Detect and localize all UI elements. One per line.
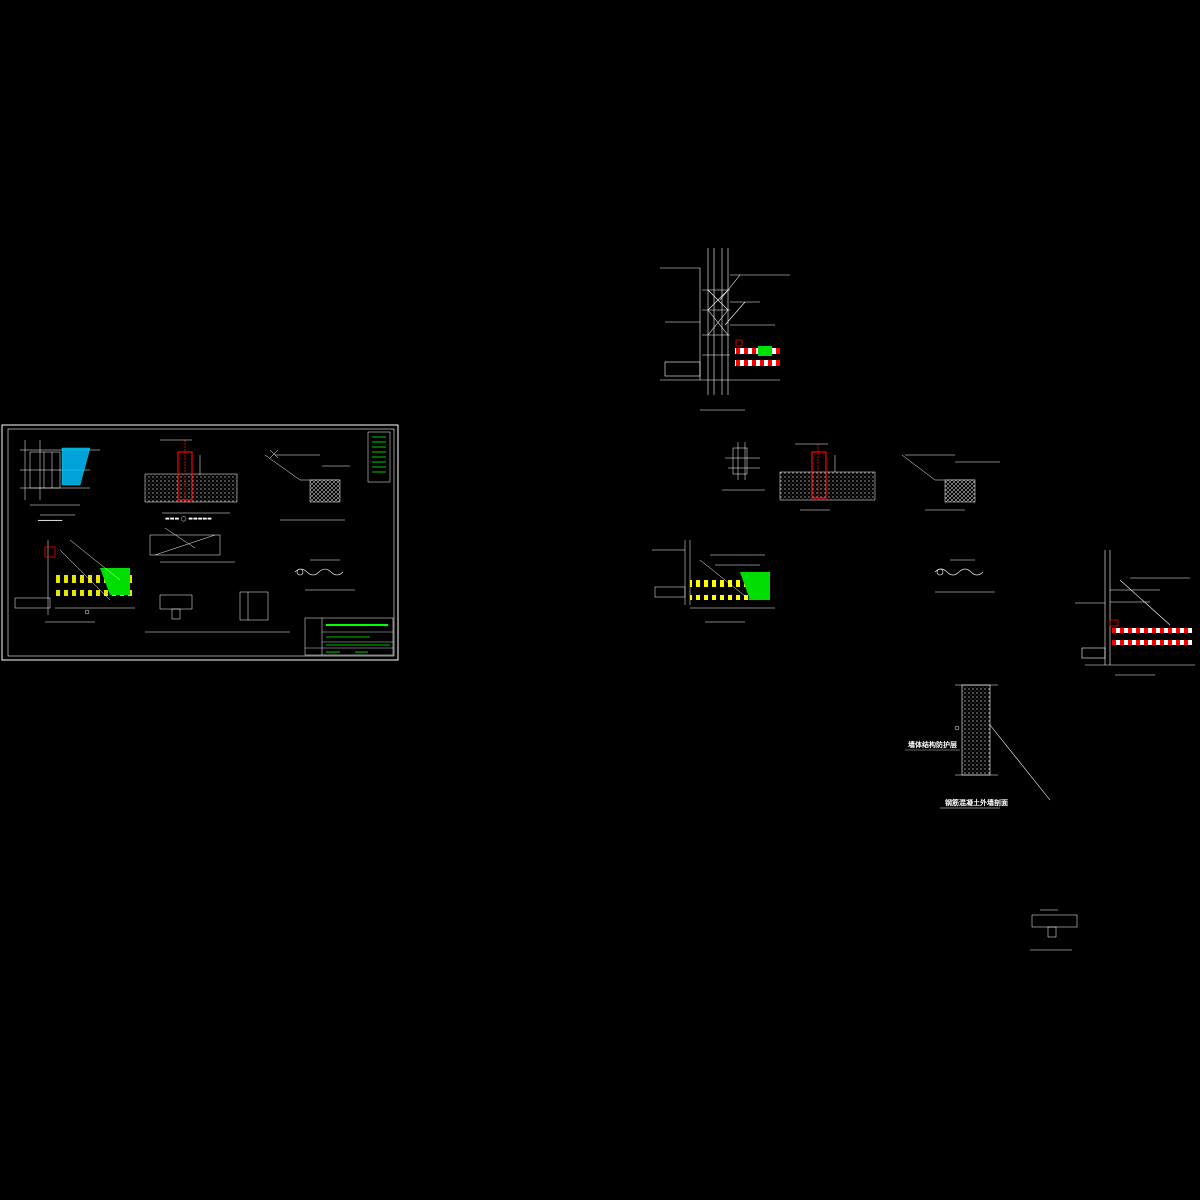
detail-small-joint-3	[1030, 909, 1078, 951]
detail-small-joint-2	[232, 591, 290, 633]
title-block	[304, 617, 394, 656]
detail-concrete-wall: 墙体结构防护层 钢筋混凝土外墙剖面	[905, 684, 1051, 809]
wall-callout-label: 墙体结构防护层	[908, 740, 957, 749]
detail-waterproof-layer-1	[14, 539, 135, 623]
detail-pipe-wave-2	[934, 559, 995, 593]
drawing-sheet-left: ━━━━━━━━ ▬▬▬ ◯ ▬▬▬▬▬	[1, 424, 399, 661]
detail-scaffold-elevation	[660, 248, 790, 411]
detail-wall-footing-1: ▬▬▬ ◯ ▬▬▬▬▬	[144, 439, 238, 522]
detail-column-base	[722, 442, 765, 491]
detail-caption: ━━━━━━━━	[37, 518, 63, 524]
sheet-inner-frame	[7, 428, 395, 657]
detail-slope-section	[264, 449, 350, 521]
legend-column-green	[367, 431, 391, 483]
detail-pipe-wave-1	[294, 559, 355, 591]
svg-text:▬▬▬ ◯ ▬▬▬▬▬: ▬▬▬ ◯ ▬▬▬▬▬	[165, 516, 212, 522]
detail-small-joint-1	[145, 594, 232, 633]
wall-caption-label: 钢筋混凝土外墙剖面	[945, 798, 1008, 807]
detail-slope-section-2	[901, 454, 1000, 511]
detail-basement-section: ━━━━━━━━	[20, 440, 100, 524]
detail-waterproof-layer-2	[652, 540, 775, 623]
detail-diagonal-brace	[149, 527, 235, 563]
detail-scaffold-base	[1075, 550, 1195, 676]
sheet-outer-frame	[1, 424, 399, 661]
detail-wall-footing-2	[779, 443, 876, 511]
